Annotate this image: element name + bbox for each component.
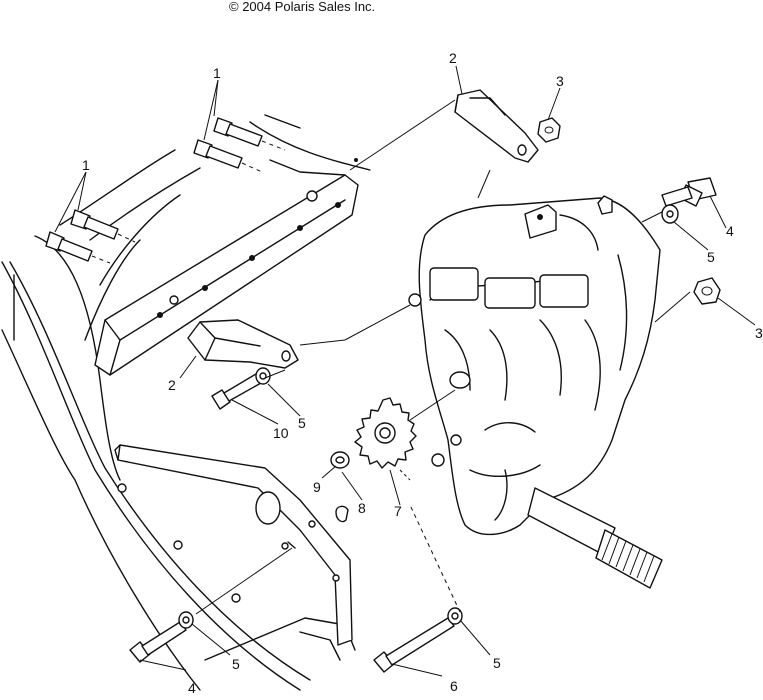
washer-long-bolt [447,607,463,625]
gusset-plate [114,444,353,646]
callout-label: 8 [358,500,366,516]
callout-label: 6 [450,678,458,694]
assembly-guide-lines [195,99,691,615]
bolt-10 [211,373,262,410]
mount-bracket-lower [187,319,299,369]
nut-top [537,117,561,143]
bolt-1c [70,209,119,240]
callout-label: 3 [755,325,763,341]
callout-label: 2 [449,50,457,66]
callout-label: 4 [726,223,734,239]
callout-label: 5 [707,249,715,265]
washer-lower-left [178,611,194,629]
callout-label: 5 [493,655,501,671]
callout-label: 1 [82,157,90,173]
callout-label: 5 [298,415,306,431]
callout-label: 1 [213,65,221,81]
callout-labels: 1 1 2 3 4 5 3 2 5 10 9 8 7 4 5 6 5 [82,50,763,696]
washer-10 [255,367,271,385]
mount-bracket-top [454,89,539,163]
bolt-1a [213,117,263,147]
bolt-lower-left [129,621,187,663]
callout-label: 7 [394,503,402,519]
upper-support-rail [94,158,359,376]
callout-label: 4 [188,680,196,695]
clip-8 [335,505,349,523]
callout-label: 9 [313,479,321,495]
callout-label: 10 [273,425,289,441]
washer-right [661,204,679,224]
output-shaft [527,487,663,589]
callout-leaders [54,65,756,677]
callout-label: 5 [232,656,240,672]
copyright-notice: © 2004 Polaris Sales Inc. [229,0,376,14]
retainer-9 [330,451,350,469]
bolt-long [373,617,455,673]
drive-sprocket [354,397,417,469]
callout-label: 3 [556,73,564,89]
bolt-1b [193,139,243,169]
transmission-housing [408,195,661,536]
callout-label: 2 [168,377,176,393]
nut-right [693,277,721,305]
bolt-right [661,177,717,207]
bolt-1d [45,231,93,262]
